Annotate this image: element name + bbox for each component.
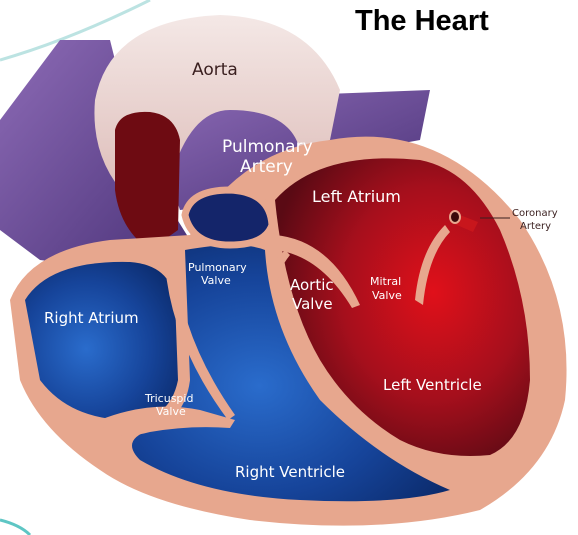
label-left-atrium: Left Atrium (312, 187, 401, 206)
label-pulmonary-artery-1: Pulmonary (222, 137, 313, 157)
label-mitral-valve-1: Mitral (370, 275, 401, 288)
pulmonary-valve-chamber (185, 190, 272, 245)
label-right-atrium: Right Atrium (44, 309, 139, 327)
label-tricuspid-valve-1: Tricuspid (144, 392, 193, 405)
label-aorta: Aorta (192, 60, 238, 80)
label-right-ventricle: Right Ventricle (235, 463, 345, 481)
label-pulmonary-artery-2: Artery (240, 157, 293, 177)
label-pulmonary-valve-2: Valve (201, 274, 231, 287)
label-mitral-valve-2: Valve (372, 289, 402, 302)
corner-arc-bottom (0, 520, 30, 535)
label-aortic-valve-1: Aortic (290, 276, 334, 294)
coronary-artery-opening (450, 211, 460, 223)
label-tricuspid-valve-2: Valve (156, 405, 186, 418)
label-coronary-artery-1: Coronary (512, 208, 558, 219)
label-aortic-valve-2: Valve (292, 295, 333, 313)
label-coronary-artery-2: Artery (520, 221, 551, 232)
label-pulmonary-valve-1: Pulmonary (188, 261, 247, 274)
page-title: The Heart (355, 5, 489, 37)
label-left-ventricle: Left Ventricle (383, 376, 482, 394)
